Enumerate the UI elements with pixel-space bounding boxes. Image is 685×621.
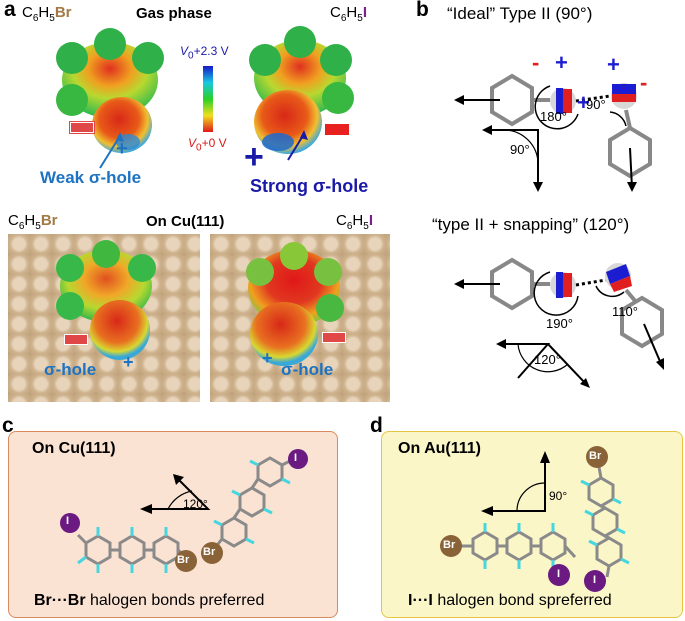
surface-title: On Cu(111)	[146, 213, 225, 230]
atom-i-d2	[584, 570, 606, 592]
surface-plus-br: +	[123, 352, 134, 372]
hydrogens-d1	[483, 523, 555, 569]
surface-esp-bromobenzene	[56, 240, 156, 360]
panel-d-box	[381, 431, 683, 618]
panel-d-caption: I···I halogen bond spreferred	[408, 592, 612, 609]
ideal-minus-left: -	[532, 50, 540, 75]
minus-marker-br	[70, 122, 94, 133]
angle-120-label: 120°	[534, 352, 561, 367]
surface-esp-figure	[56, 240, 344, 366]
plus-marker-br: +	[116, 138, 128, 160]
ideal-type-ii-title: “Ideal” Type II (90°)	[447, 4, 593, 23]
surface-esp-iodobenzene	[246, 242, 344, 366]
panel-d-label: d	[370, 414, 383, 437]
atom-br-c2	[201, 542, 223, 564]
hydrogens-d2	[580, 479, 630, 565]
angle-180-label: 180°	[540, 109, 567, 124]
atom-br-c1	[175, 550, 197, 572]
panel-c-caption: Br···Br halogen bonds preferred	[34, 592, 265, 609]
halogen-geometry-diagram	[454, 73, 664, 388]
terphenyl-chain-diagonal	[212, 456, 291, 550]
angle-90-small-label: 90°	[586, 97, 606, 112]
gas-phase-esp-figure	[56, 26, 354, 154]
strong-sigma-hole-label: Strong σ-hole	[250, 176, 369, 196]
surface-minus-marker-br	[64, 334, 88, 345]
surface-sigma-hole-br: σ-hole	[44, 360, 97, 379]
terphenyl-chain-horizontal	[76, 533, 187, 566]
panel-d-angle: 90°	[549, 489, 568, 503]
sigma-hole-arrows	[99, 130, 308, 169]
surface-mol-label-br: C6H5Br	[8, 212, 58, 232]
atom-br-label-c1: Br	[177, 554, 190, 566]
esp-iodobenzene	[249, 26, 354, 154]
surface-minus-marker-i	[322, 332, 346, 343]
atom-i-c1	[60, 513, 80, 533]
terphenyl-chain-horizontal-d	[461, 530, 577, 562]
surface-plus-i: +	[262, 348, 273, 368]
atom-br-d2	[586, 446, 608, 468]
minus-marker-i	[325, 124, 349, 135]
atom-i-d1	[548, 564, 570, 586]
snapping-geometry	[454, 257, 664, 388]
panel-c-label: c	[2, 414, 14, 437]
plus-marker-i: +	[244, 138, 264, 176]
ideal-minus-right: -	[640, 70, 648, 95]
angle-190-label: 190°	[546, 316, 573, 331]
esp-bromobenzene	[56, 28, 164, 153]
panel-c-angle: 120°	[183, 497, 208, 511]
ideal-plus-top: +	[555, 50, 568, 75]
atom-i-c2	[288, 449, 308, 469]
ideal-plus-top-i: +	[607, 52, 620, 77]
scale-bottom-label: V0+0 V	[188, 136, 227, 154]
panel-c-molecules	[60, 449, 308, 573]
atom-br-label-d2: Br	[589, 450, 602, 462]
hydrogens-c2	[213, 459, 291, 545]
atom-br-label-c2: Br	[203, 546, 216, 558]
terphenyl-chain-vertical-d	[587, 466, 623, 578]
atom-i-label-c2: I	[294, 452, 298, 464]
scale-top-label: V0+2.3 V	[180, 44, 229, 62]
angle-110-label: 110°	[612, 304, 638, 319]
angle-90-arrows-d	[489, 457, 546, 512]
panel-a-label: a	[4, 0, 16, 21]
gas-phase-title: Gas phase	[136, 5, 212, 22]
surface-sigma-hole-i: σ-hole	[281, 360, 334, 379]
snapping-title: “type II + snapping” (120°)	[432, 215, 630, 234]
weak-sigma-hole-label: Weak σ-hole	[40, 168, 142, 187]
esp-color-scale	[203, 66, 213, 132]
panel-d-molecules	[440, 446, 630, 592]
atom-br-label-d1: Br	[443, 539, 456, 551]
hydrogens-c1	[77, 527, 168, 573]
ideal-plus-right: +	[577, 90, 590, 115]
atom-i-label-d2: I	[593, 574, 597, 586]
ideal-geometry	[454, 73, 652, 192]
panel-d-title: On Au(111)	[398, 440, 481, 457]
surface-mol-label-i: C6H5I	[336, 212, 373, 232]
atom-i-label-c1: I	[66, 515, 70, 527]
mol-label-iodobenzene: C6H5I	[330, 4, 367, 24]
panel-c-title: On Cu(111)	[32, 440, 116, 457]
atom-br-d1	[440, 535, 462, 557]
mol-label-bromobenzene: C6H5Br	[22, 4, 72, 24]
panel-b-label: b	[416, 0, 429, 21]
angle-90-label: 90°	[510, 142, 530, 157]
atom-i-label-d1: I	[557, 568, 561, 580]
